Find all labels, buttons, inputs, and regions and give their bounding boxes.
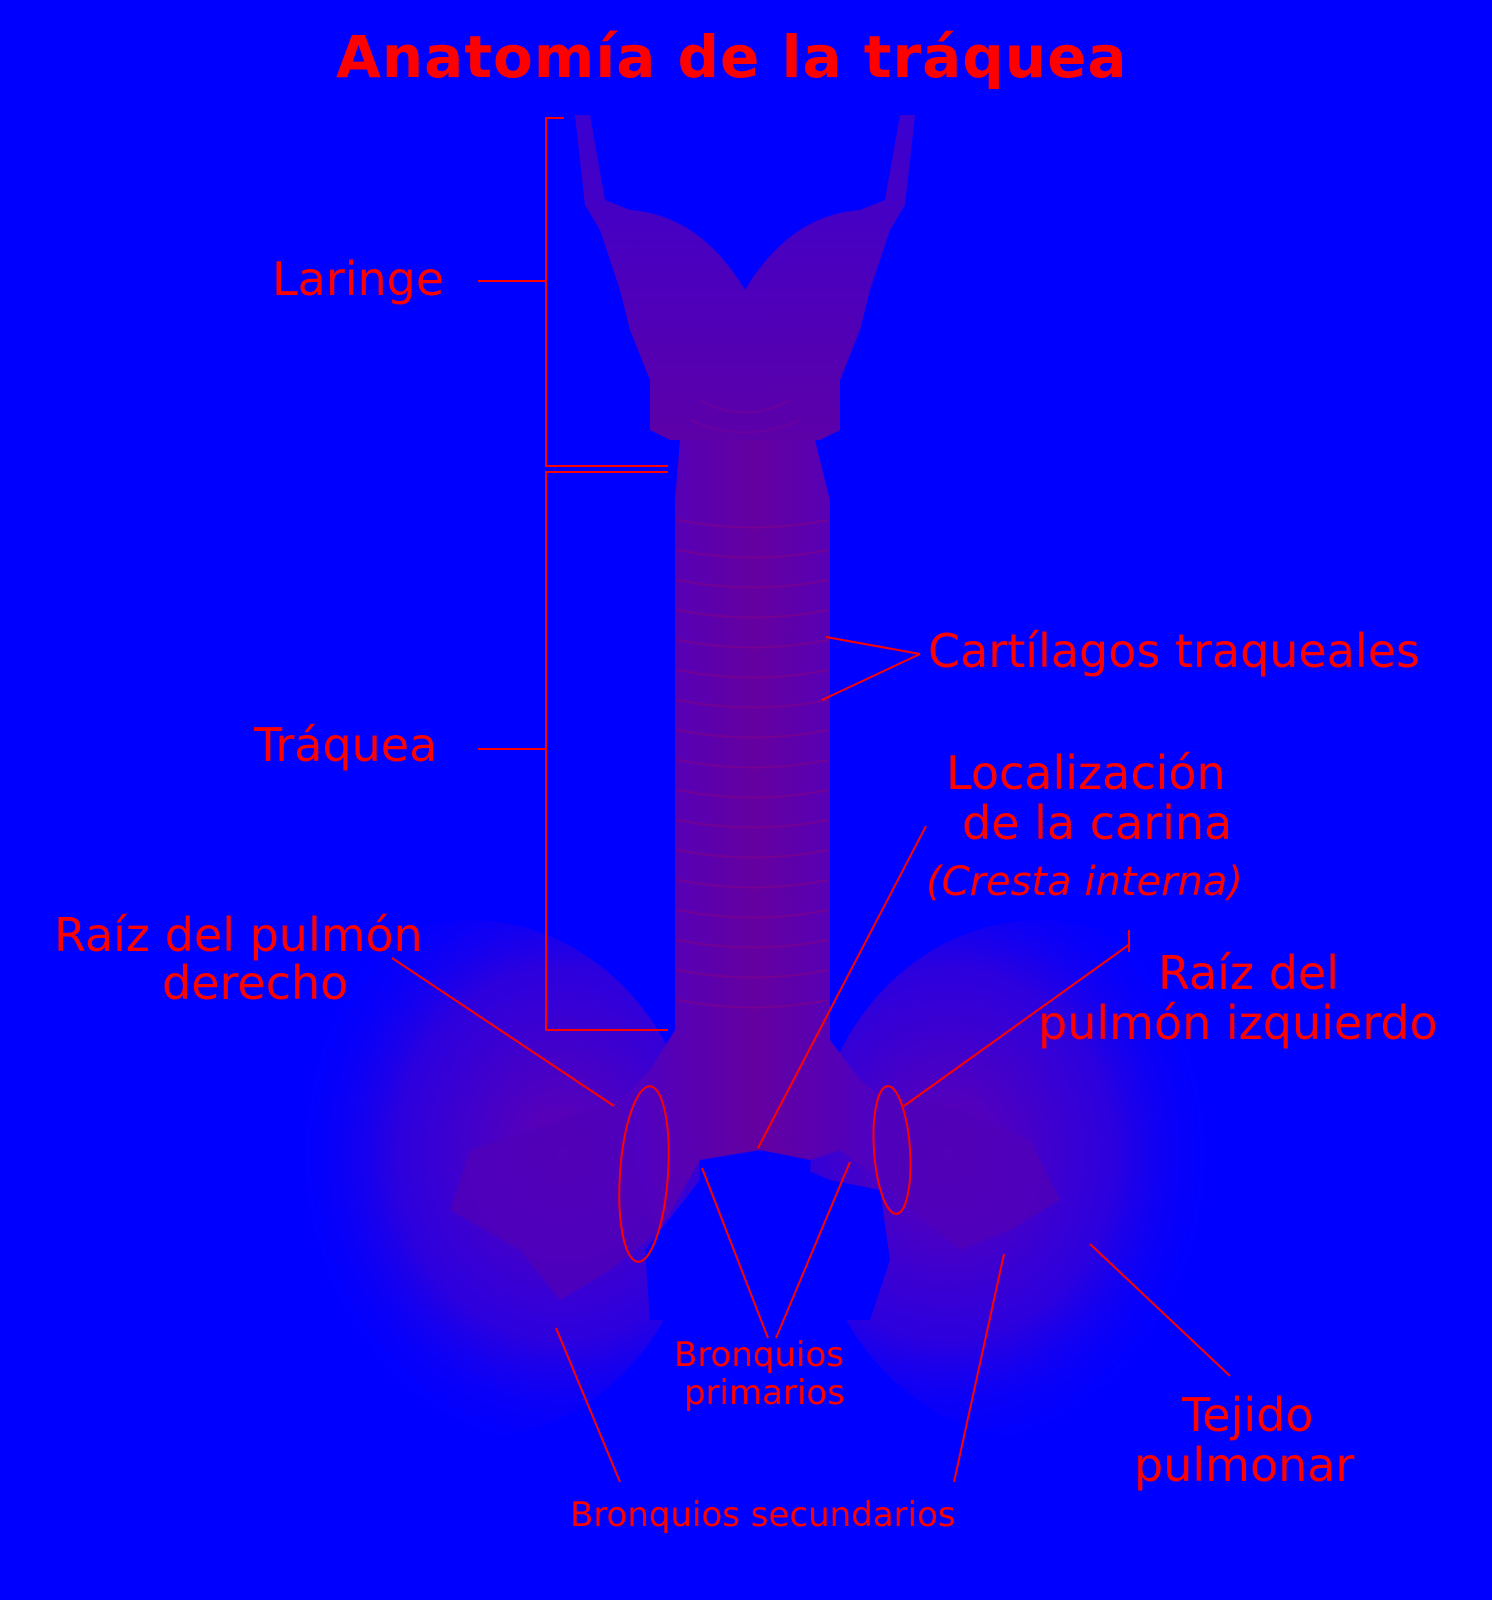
label-carina-line1: Localización (946, 746, 1226, 800)
label-tejido-line2: pulmonar (1134, 1438, 1355, 1492)
page-title: Anatomía de la tráquea (336, 23, 1128, 91)
label-bronquios-primarios-line2: primarios (684, 1373, 845, 1413)
label-laringe: Laringe (272, 252, 445, 306)
label-bronquios-secundarios: Bronquios secundarios (570, 1495, 956, 1535)
tracheal-rings (677, 519, 829, 1009)
label-tejido-line1: Tejido (1182, 1388, 1314, 1442)
label-carina-line2: de la carina (962, 796, 1233, 850)
leader-lines (391, 636, 1231, 1483)
label-bronquios-primarios-line1: Bronquios (674, 1335, 844, 1375)
label-traquea: Tráquea (254, 718, 438, 772)
label-carina-line3: (Cresta interna) (926, 859, 1244, 905)
carina-gap (645, 1150, 890, 1320)
label-raiz-derecho-line1: Raíz del pulmón (54, 908, 423, 962)
label-raiz-derecho-line2: derecho (162, 956, 349, 1010)
label-cartilagos-traqueales: Cartílagos traqueales (928, 624, 1420, 678)
right-bronchus (450, 1100, 660, 1300)
label-raiz-izquierdo-line2: pulmón izquierdo (1038, 996, 1438, 1050)
label-raiz-izquierdo-line1: Raíz del (1158, 946, 1339, 1000)
bracket-lines (478, 117, 668, 1031)
trachea-tube (610, 440, 900, 1230)
larynx-shape (575, 115, 915, 440)
left-bronchus (880, 1090, 1060, 1250)
